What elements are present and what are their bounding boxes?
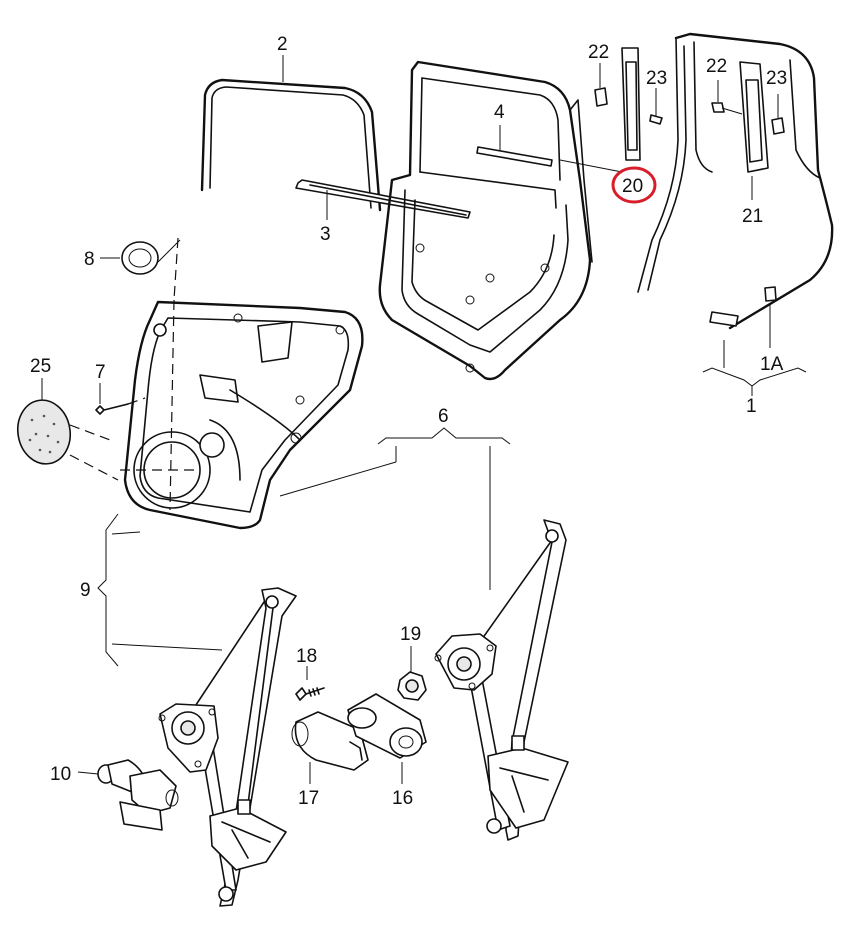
part-10-motor [77,759,179,831]
label-20: 20 [622,176,643,197]
highlight-circle-20 [611,166,657,204]
callout-labels: 2 3 4 22 23 20 22 23 21 8 1A 1 25 7 6 9 … [30,34,787,809]
label-21: 21 [742,206,763,227]
part-7-screw [95,383,146,415]
label-23a: 23 [646,68,667,89]
label-23b: 23 [766,68,787,89]
label-18: 18 [296,646,317,667]
right-window-regulator [434,519,569,841]
part-21-door-seal [637,32,834,396]
part-17-cover [291,711,369,784]
label-19: 19 [400,624,421,645]
label-17: 17 [298,788,319,809]
part-8-plug [100,237,181,301]
part-25-foam-pad [16,378,119,481]
part-20-window-channel [559,47,663,173]
label-10: 10 [50,764,71,785]
part-18-screw [295,666,325,701]
label-7: 7 [95,362,106,383]
label-6: 6 [438,406,449,427]
label-22b: 22 [706,56,727,77]
label-25: 25 [30,356,51,377]
part-19-gear [397,646,427,701]
door-shell [378,60,593,381]
label-2: 2 [277,34,288,55]
door-carrier-panel [120,299,364,530]
label-16: 16 [392,788,413,809]
part-2-window-seal [200,55,382,212]
label-8: 8 [84,249,95,270]
label-9: 9 [80,580,91,601]
part-16-drive-housing [347,693,427,784]
label-1: 1 [746,396,757,417]
callout-bracket-6 [279,427,511,590]
label-1A: 1A [760,354,784,375]
callout-bracket-9 [97,513,223,667]
part-4-inner-strip [476,125,553,167]
label-22a: 22 [588,42,609,63]
label-4: 4 [494,102,505,123]
label-3: 3 [320,224,331,245]
left-window-regulator [158,587,297,907]
part-3-guide-rail [295,179,471,220]
